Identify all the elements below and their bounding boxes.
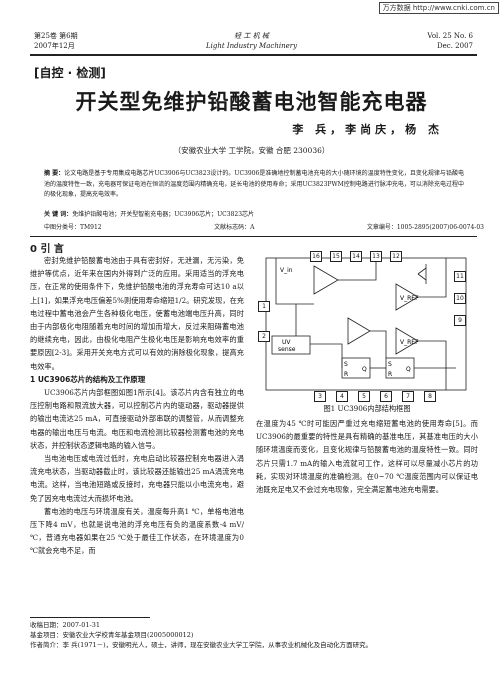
- pin-number: 7: [402, 391, 414, 402]
- amplifier-symbol: [395, 327, 419, 355]
- vin-label: V_in: [280, 267, 293, 274]
- header-rule: [30, 54, 477, 56]
- block-diagram-figure: V_in V_REF V_REF UV sense S R Q S R Q: [265, 257, 467, 391]
- footnote-rule: [30, 617, 150, 618]
- pin-number: 12: [390, 251, 402, 262]
- flipflop-q: Q: [362, 366, 367, 373]
- affiliation: （安徽农业大学 工学院，安徽 合肥 230036）: [173, 146, 330, 155]
- received-date: 收稿日期：2007-01-31: [30, 621, 100, 629]
- abstract-rule: [30, 236, 477, 237]
- flipflop-s: S: [344, 361, 348, 368]
- watermark: 万方数据 http://www.cnki.com.cn: [378, 2, 499, 14]
- paragraph: 密封免维护铅酸蓄电池由于具有密封好，无泄漏，无污染，免维护等优点，近年来在国内外…: [30, 256, 244, 371]
- page-title: 开关型免维护铅酸蓄电池智能充电器: [75, 90, 428, 114]
- pin-number: 4: [336, 391, 348, 402]
- pin-number: 16: [310, 251, 322, 262]
- pin-number: 11: [454, 271, 466, 282]
- paragraph: UC3906芯片内部框图如图1所示[4]。该芯片内含有独立的电压控制电路和限流放…: [30, 388, 244, 450]
- uv-sense-block: [271, 335, 311, 355]
- author-bio: 作者简介：李 兵(1971－)，安徽明光人，硕士，讲师，现在安徽农业大学工学院，…: [30, 641, 373, 649]
- amplifier-symbol: [313, 265, 339, 295]
- section-heading: 0 引 言: [30, 244, 64, 255]
- left-column: 密封免维护铅酸蓄电池由于具有密封好，无泄漏，无污染，免维护等优点，近年来在国内外…: [30, 254, 244, 558]
- amplifier-symbol: [347, 317, 371, 345]
- flipflop-s-2: S: [388, 361, 392, 368]
- pin-number: 6: [380, 391, 392, 402]
- fund-note: 基金项目：安徽农业大学校青年基金项目(2005000012): [30, 631, 194, 639]
- authors: 李 兵，李尚庆，杨 杰: [292, 123, 443, 136]
- pin-number: 1: [258, 301, 270, 312]
- pin-number: 15: [330, 251, 342, 262]
- sense-label: sense: [278, 346, 296, 353]
- category-tag: [自控 · 检测]: [34, 66, 106, 80]
- figure-caption: 图1 UC3906内部结构框图: [323, 404, 411, 413]
- keywords: 关 键 词：免维护铅酸电池；开关型智能充电器；UC3906芯片；UC3823芯片: [44, 211, 255, 218]
- uv-label: UV: [282, 339, 291, 346]
- vref-label: V_REF: [400, 295, 419, 302]
- flipflop-r: R: [344, 371, 348, 378]
- footnotes: 收稿日期：2007-01-31 基金项目：安徽农业大学校青年基金项目(20050…: [30, 620, 372, 650]
- pin-number: 2: [258, 331, 270, 342]
- pin-number: 14: [350, 251, 362, 262]
- subsection-heading: 1 UC3906芯片的结构及工作原理: [30, 374, 146, 384]
- pin-number: 5: [358, 391, 370, 402]
- flipflop-r-2: R: [388, 371, 392, 378]
- vref-label-2: V_REF: [400, 339, 419, 346]
- pin-number: 10: [454, 293, 466, 304]
- pin-number: 13: [370, 251, 382, 262]
- paragraph: 当电池电压或电流过低时，充电启动比较器控制充电器进入涓流充电状态，当驱动器截止时…: [30, 454, 244, 503]
- paragraph: 在温度为45 ℃时可能因严重过充电缩短蓄电池的使用寿命[5]。而UC3906的最…: [256, 419, 478, 495]
- pin-number: 9: [454, 315, 466, 326]
- amplifier-symbol: [395, 283, 419, 311]
- pin-number: 8: [424, 391, 436, 402]
- paragraph: 蓄电池的电压与环境温度有关，温度每升高1 ℃，单格电池电压下降4 mV，也就是说…: [30, 506, 244, 556]
- right-column: 在温度为45 ℃时可能因严重过充电缩短蓄电池的使用寿命[5]。而UC3906的最…: [256, 417, 478, 496]
- flipflop-q-2: Q: [406, 366, 411, 373]
- pin-number: 3: [314, 391, 326, 402]
- abstract: 摘 要：论文电路是基于专用集成电路芯片UC3906与UC3823设计的。UC39…: [44, 170, 464, 198]
